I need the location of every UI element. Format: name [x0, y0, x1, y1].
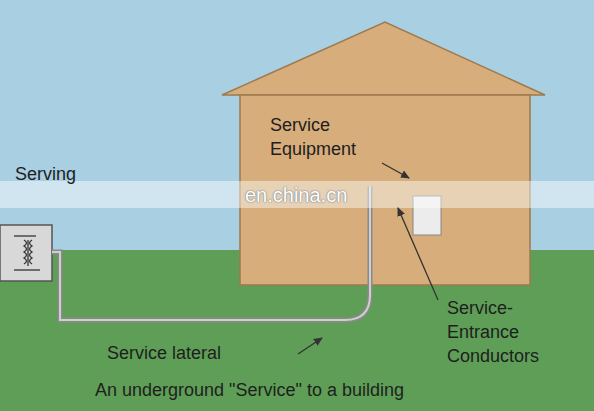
part-label: Service-Entrance Conductors [447, 296, 575, 368]
transformer-label: Serving [15, 162, 135, 186]
roof [222, 22, 545, 95]
transformer-symbol [14, 236, 40, 270]
leader-line [398, 208, 438, 300]
transformer-box [0, 225, 52, 281]
part-label: Service lateral [107, 341, 287, 365]
leader-line [382, 163, 409, 178]
part-label: Service Equipment [270, 113, 378, 161]
watermark: en.china.cn [245, 183, 347, 207]
leader-line [298, 338, 322, 354]
caption: An underground "Service" to a building [95, 378, 575, 402]
watermark-band [0, 181, 594, 208]
